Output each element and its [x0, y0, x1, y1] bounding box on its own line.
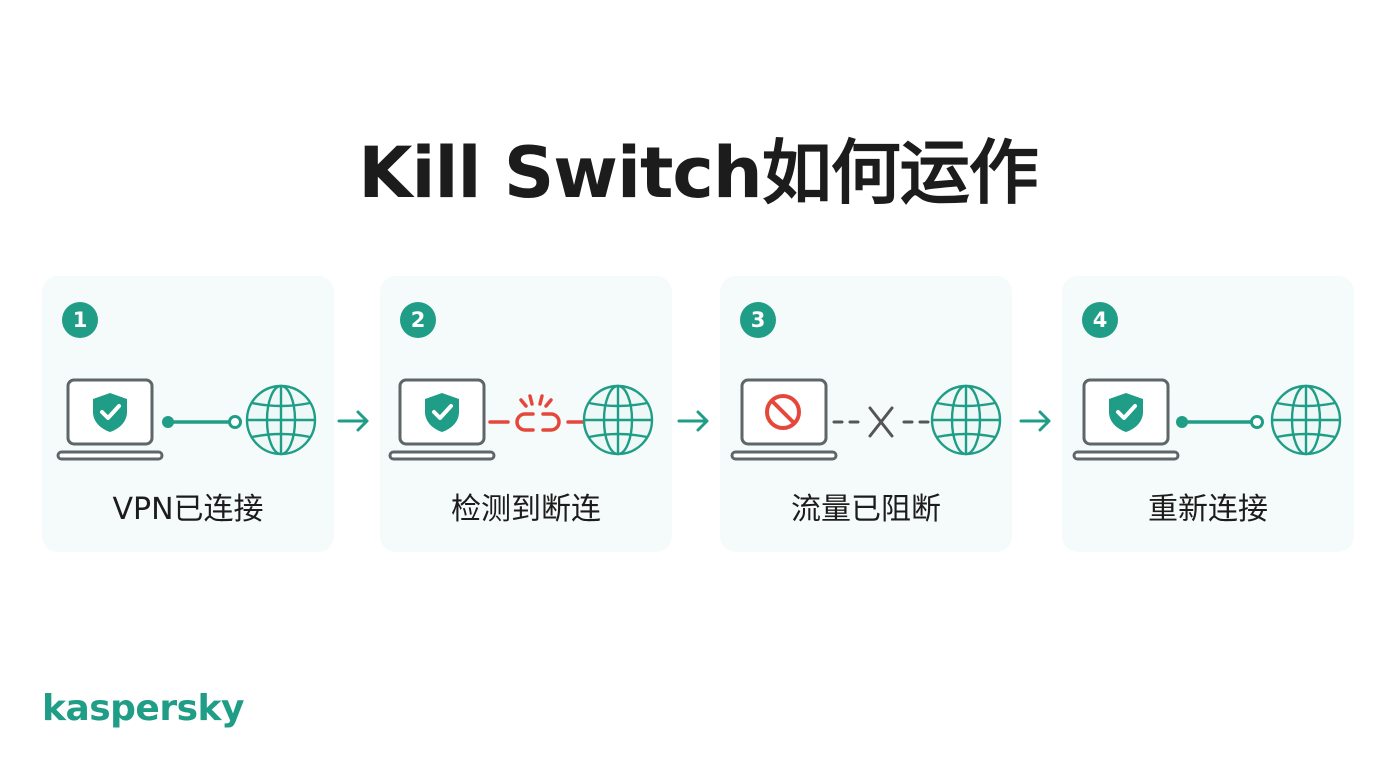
connection-line [1176, 415, 1264, 429]
shield-check-icon [93, 393, 127, 432]
step-number-badge: 3 [740, 302, 776, 338]
step-illustration [56, 378, 317, 461]
step-card-4: 4 重新连接 [1062, 276, 1354, 552]
step-card-2: 2 检测到断连 [380, 276, 672, 552]
shield-check-icon [1109, 393, 1143, 432]
step-number-badge: 2 [400, 302, 436, 338]
step-illustration [388, 378, 654, 461]
arrow-right-icon [1018, 407, 1054, 439]
laptop-icon [730, 378, 838, 461]
globe-icon [930, 384, 1002, 456]
page-title: Kill Switch如何运作 [358, 132, 1038, 214]
globe-icon [582, 384, 654, 456]
step-illustration [730, 378, 1002, 461]
globe-icon [245, 384, 317, 456]
step-number-badge: 4 [1082, 302, 1118, 338]
step-label: 重新连接 [1148, 492, 1268, 527]
prohibited-icon [765, 394, 801, 430]
connection-line [162, 415, 242, 429]
globe-icon [1270, 384, 1342, 456]
step-number-badge: 1 [62, 302, 98, 338]
step-label: 检测到断连 [451, 492, 601, 527]
blocked-connection-icon [832, 406, 930, 438]
step-card-1: 1 VPN已连接 [42, 276, 334, 552]
arrow-right-icon [336, 407, 372, 439]
broken-link-icon [488, 394, 585, 432]
step-illustration [1072, 378, 1342, 461]
arrow-right-icon [676, 407, 712, 439]
shield-check-icon [425, 393, 459, 432]
step-label: VPN已连接 [112, 492, 264, 527]
step-card-3: 3 流量已阻断 [720, 276, 1012, 552]
kaspersky-logo: kaspersky [42, 688, 244, 729]
step-label: 流量已阻断 [791, 492, 941, 527]
